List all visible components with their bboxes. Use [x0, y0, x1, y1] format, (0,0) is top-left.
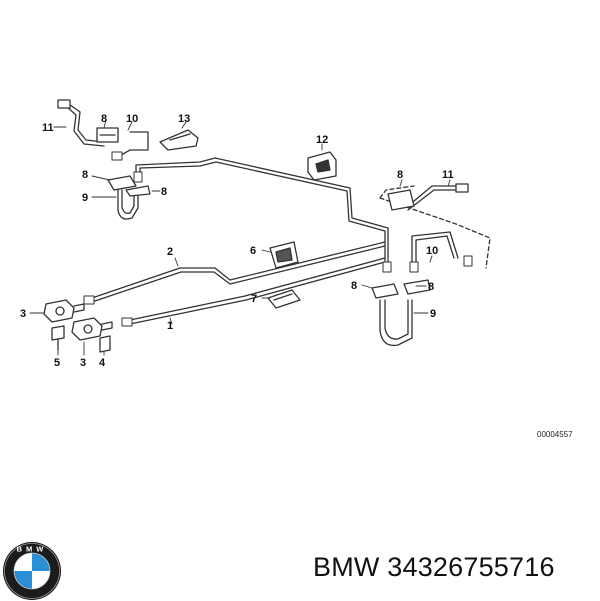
right-rear-frame [379, 185, 491, 269]
callout-8-right-top: 8 [397, 169, 403, 181]
callout-6: 6 [250, 245, 256, 257]
callout-5: 5 [54, 357, 60, 369]
part-7 [267, 289, 301, 309]
leader-lines [29, 119, 451, 356]
part-12 [307, 151, 337, 181]
callout-11-left: 11 [42, 122, 54, 134]
callout-4: 4 [99, 357, 106, 369]
fittings [83, 151, 473, 327]
left-upper-line [115, 131, 149, 159]
callout-7: 7 [251, 293, 257, 305]
distributor-3-bottom [71, 317, 113, 341]
left-flex-hose-9 [107, 175, 151, 220]
callout-13: 13 [178, 113, 190, 125]
callout-1: 1 [167, 320, 173, 332]
part-13 [159, 129, 199, 151]
callout-8-a: 8 [82, 169, 88, 181]
part-number-caption: BMW 34326755716 [313, 552, 555, 582]
left-bracket-8 [96, 127, 119, 143]
callout-3-top: 3 [20, 308, 26, 320]
part-6 [269, 241, 299, 269]
right-line-10 [411, 231, 459, 263]
brake-line-2 [91, 241, 386, 303]
brake-line-1 [129, 257, 386, 325]
callout-8-r1: 8 [351, 280, 357, 292]
callout-2: 2 [167, 246, 173, 258]
callout-10-left: 10 [126, 113, 138, 125]
right-bracket-8 [387, 189, 415, 211]
callout-8-b: 8 [161, 186, 167, 198]
logo-lettering: BMW [17, 545, 48, 554]
clip-4 [99, 335, 111, 353]
callout-12: 12 [316, 134, 328, 146]
drawing-code: 00004557 [537, 430, 573, 439]
right-hose-11 [407, 183, 469, 211]
callout-3-bottom: 3 [80, 357, 86, 369]
callout-9-left: 9 [82, 192, 88, 204]
bmw-logo: BMW [3, 542, 61, 600]
right-flex-hose-9 [371, 279, 431, 347]
callout-10-right: 10 [426, 245, 438, 257]
callout-8-top: 8 [101, 113, 107, 125]
brake-line-main [135, 157, 389, 263]
callout-11-right: 11 [442, 169, 454, 181]
bolt-5 [51, 325, 65, 351]
left-hose-11 [57, 99, 105, 147]
distributor-3-top [43, 299, 85, 323]
callout-8-r2: 8 [428, 281, 434, 293]
callout-9-right: 9 [430, 308, 436, 320]
